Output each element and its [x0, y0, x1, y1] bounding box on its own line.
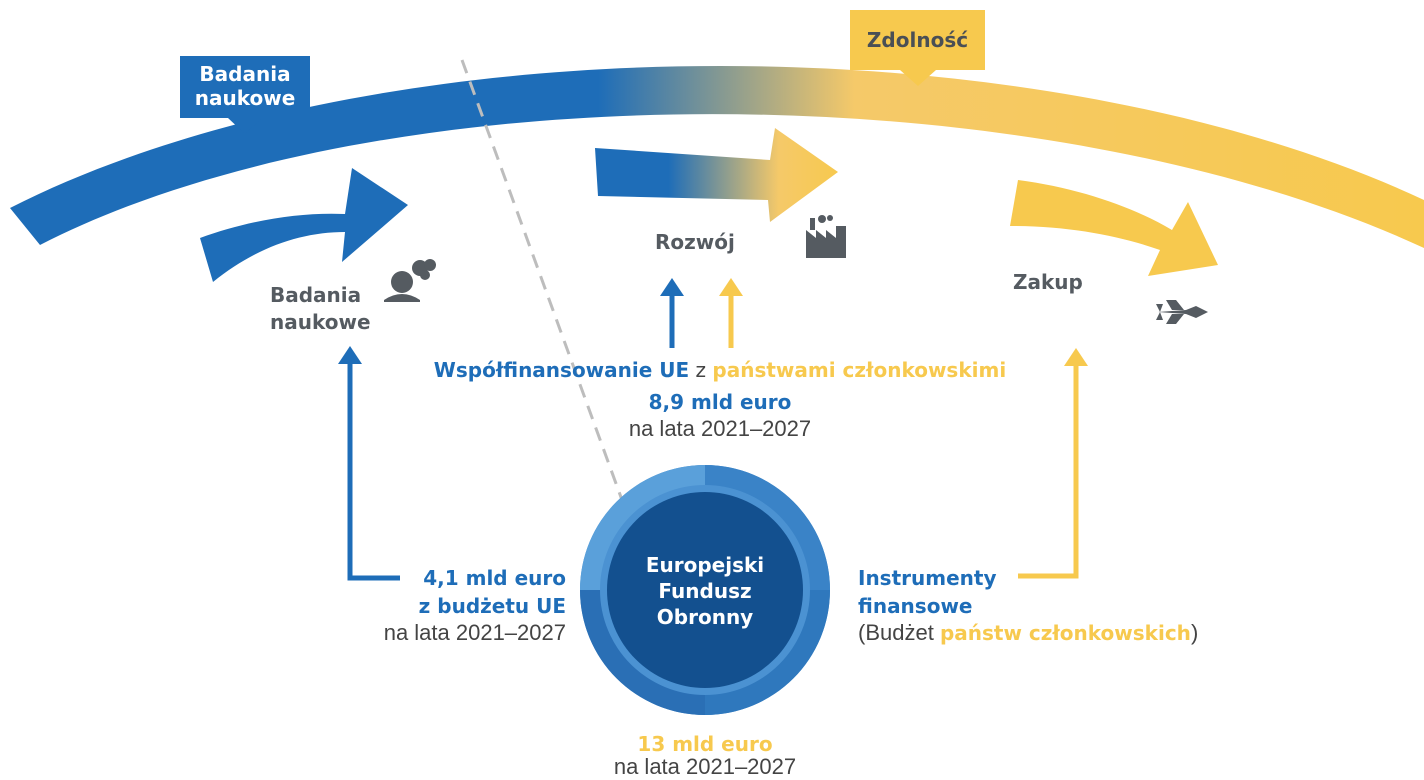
eu-budget-period: na lata 2021–2027 [383, 620, 566, 645]
stage-label-development: Rozwój [655, 230, 735, 254]
dashed-divider [460, 59, 624, 501]
development-stage-arrow [595, 128, 838, 222]
instruments-budget-highlight: państw członkowskich [939, 621, 1191, 645]
instruments-line1: Instrumenty [858, 566, 997, 590]
research-funding-arrow [338, 346, 400, 581]
cofinancing-member-states-part: państwami członkowskimi [712, 358, 1007, 382]
cofinancing-period: na lata 2021–2027 [628, 416, 812, 441]
cofinancing-amount: 8,9 mld euro [648, 390, 792, 414]
research-stage-arrow [200, 168, 408, 282]
fund-total-period: na lata 2021–2027 [613, 754, 797, 779]
fund-circle [580, 465, 830, 715]
member-states-cofinancing-arrow [719, 278, 743, 348]
instruments-line2: finansowe [858, 594, 973, 618]
cofinancing-heading: Współfinansowanie UE z państwami członko… [380, 358, 1060, 382]
instruments-budget-open: (Budżet [858, 620, 940, 645]
eu-budget-amount: 4,1 mld euro [423, 566, 566, 590]
fund-name: Europejski Fundusz Obronny [645, 553, 765, 629]
capability-tag-shape [850, 10, 985, 86]
eu-cofinancing-arrow [660, 278, 684, 348]
instruments-funding-arrow [1018, 348, 1088, 579]
factory-icon [806, 215, 846, 258]
instruments-budget-close: ) [1190, 620, 1199, 645]
instruments-budget: (Budżet państw członkowskich) [858, 620, 1198, 646]
fund-total-amount: 13 mld euro [637, 732, 773, 756]
research-tag-label: Badania naukowe [194, 62, 296, 110]
stage-label-acquisition: Zakup [1013, 270, 1083, 294]
stage-label-research: Badania naukowe [270, 283, 371, 334]
fighter-jet-icon [1156, 300, 1208, 324]
eu-budget-source: z budżetu UE [418, 594, 566, 618]
cofinancing-connector: z [689, 358, 713, 382]
research-tag-shape [180, 56, 310, 134]
acquisition-stage-arrow [1010, 180, 1218, 276]
capability-tag-label: Zdolność [866, 28, 969, 52]
cofinancing-eu-part: Współfinansowanie UE [433, 358, 690, 382]
process-arc [10, 65, 1424, 248]
thinking-person-icon [384, 259, 436, 302]
